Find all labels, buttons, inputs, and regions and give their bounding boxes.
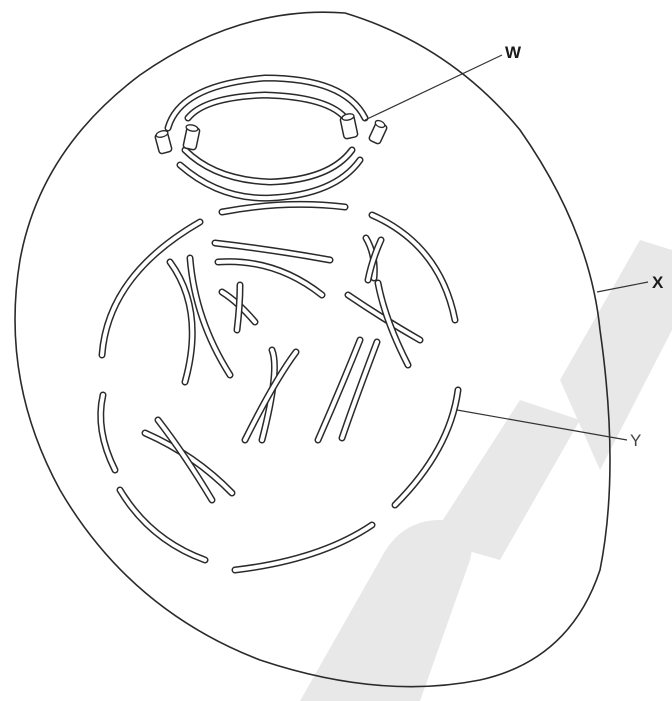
label-x: X — [652, 273, 664, 292]
label-y: Y — [630, 431, 641, 450]
centrioles-left — [155, 124, 201, 154]
label-w: W — [505, 43, 522, 62]
leader-line-w — [365, 55, 502, 120]
chromosomes — [145, 238, 420, 500]
nuclear-envelope — [101, 204, 458, 570]
watermark — [300, 240, 672, 701]
